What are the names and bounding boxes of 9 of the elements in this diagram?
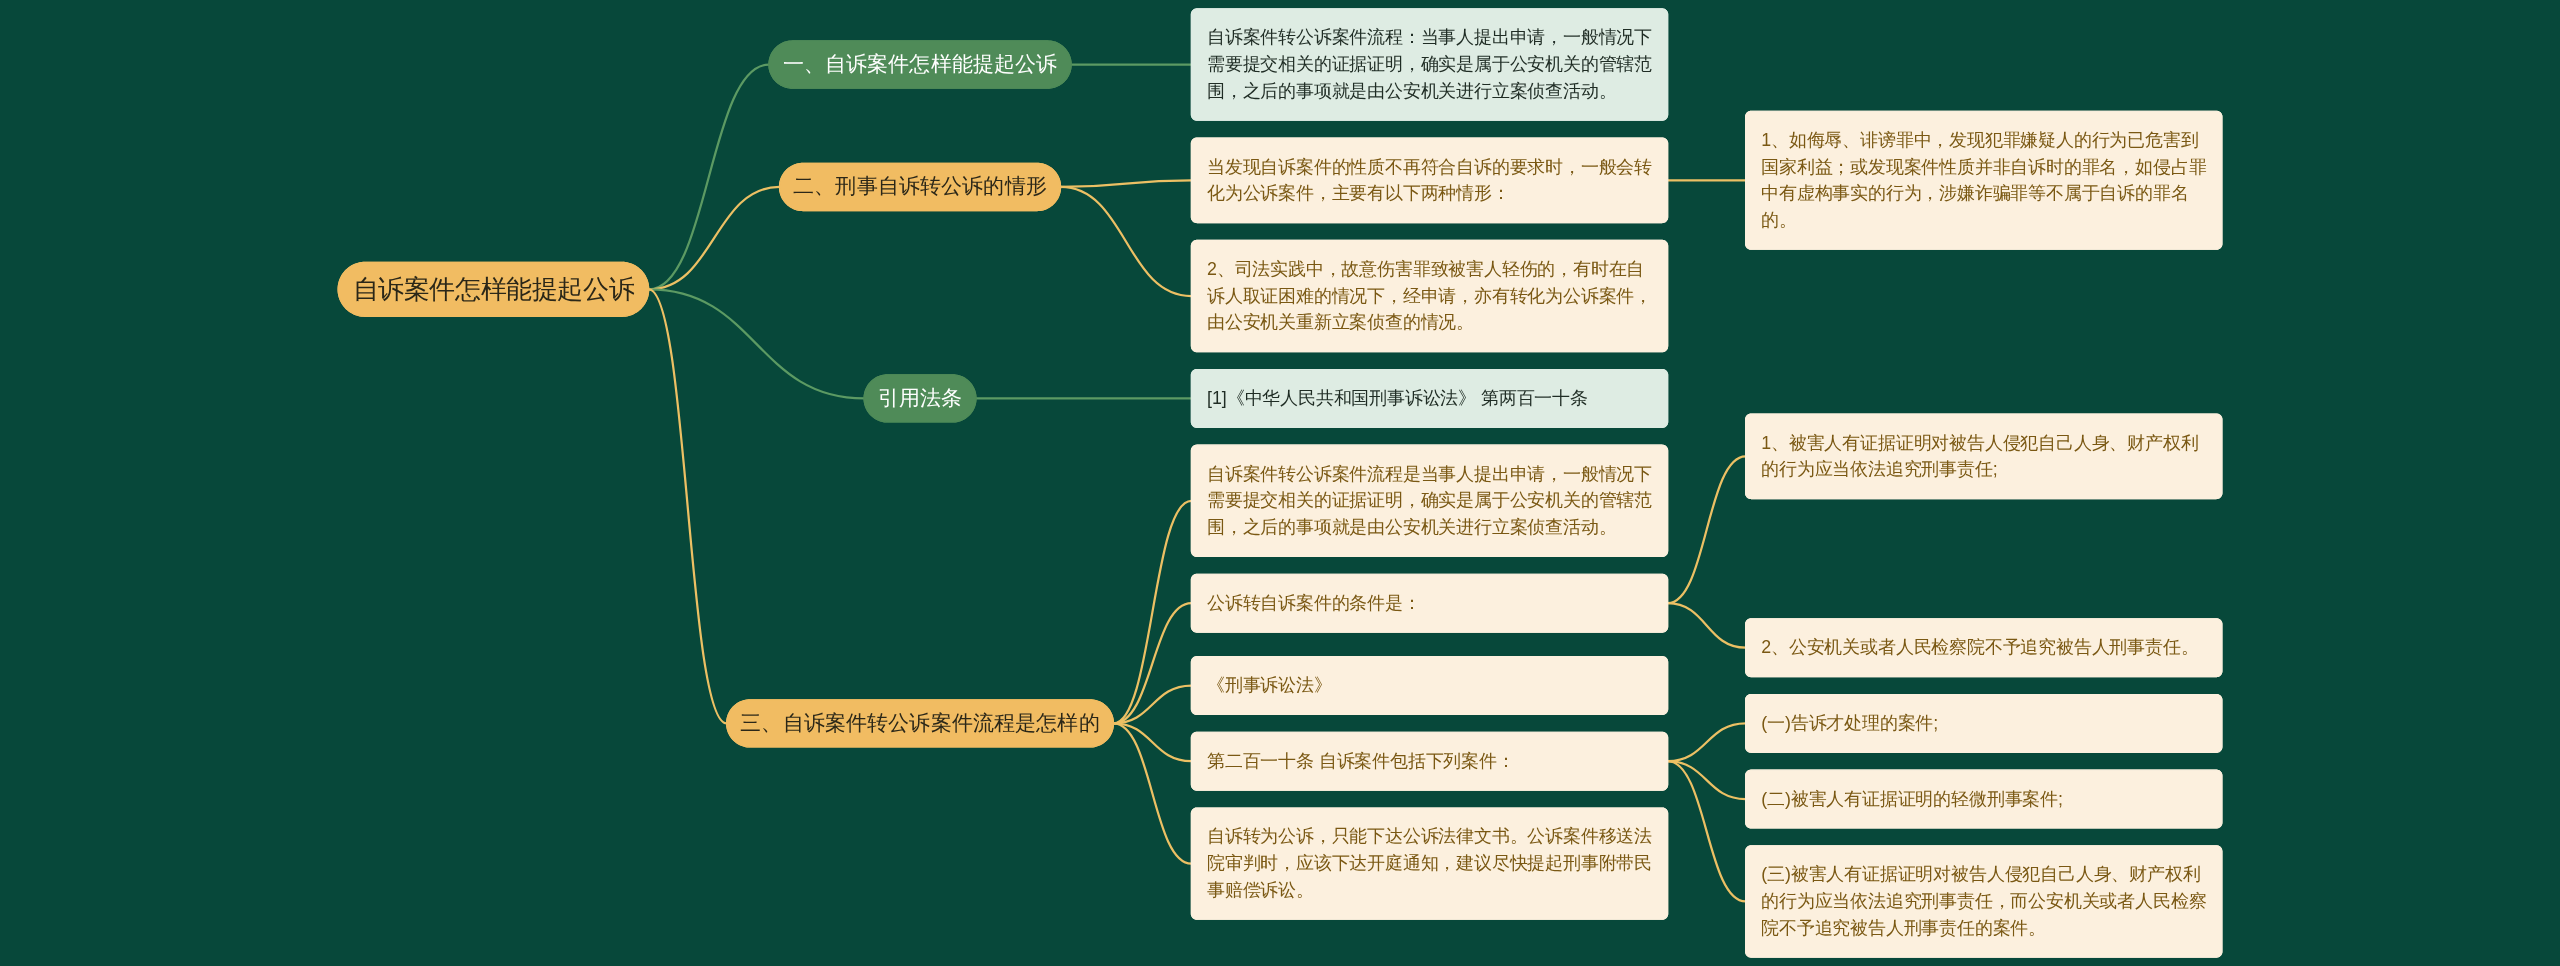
connector bbox=[976, 397, 1192, 400]
connector bbox=[1113, 722, 1192, 763]
connector bbox=[1071, 63, 1192, 66]
connector bbox=[1667, 179, 1746, 182]
connector bbox=[648, 288, 865, 400]
connector bbox=[1113, 722, 1192, 865]
connector bbox=[1667, 602, 1746, 649]
connector bbox=[1060, 185, 1192, 298]
connector bbox=[1667, 760, 1746, 903]
